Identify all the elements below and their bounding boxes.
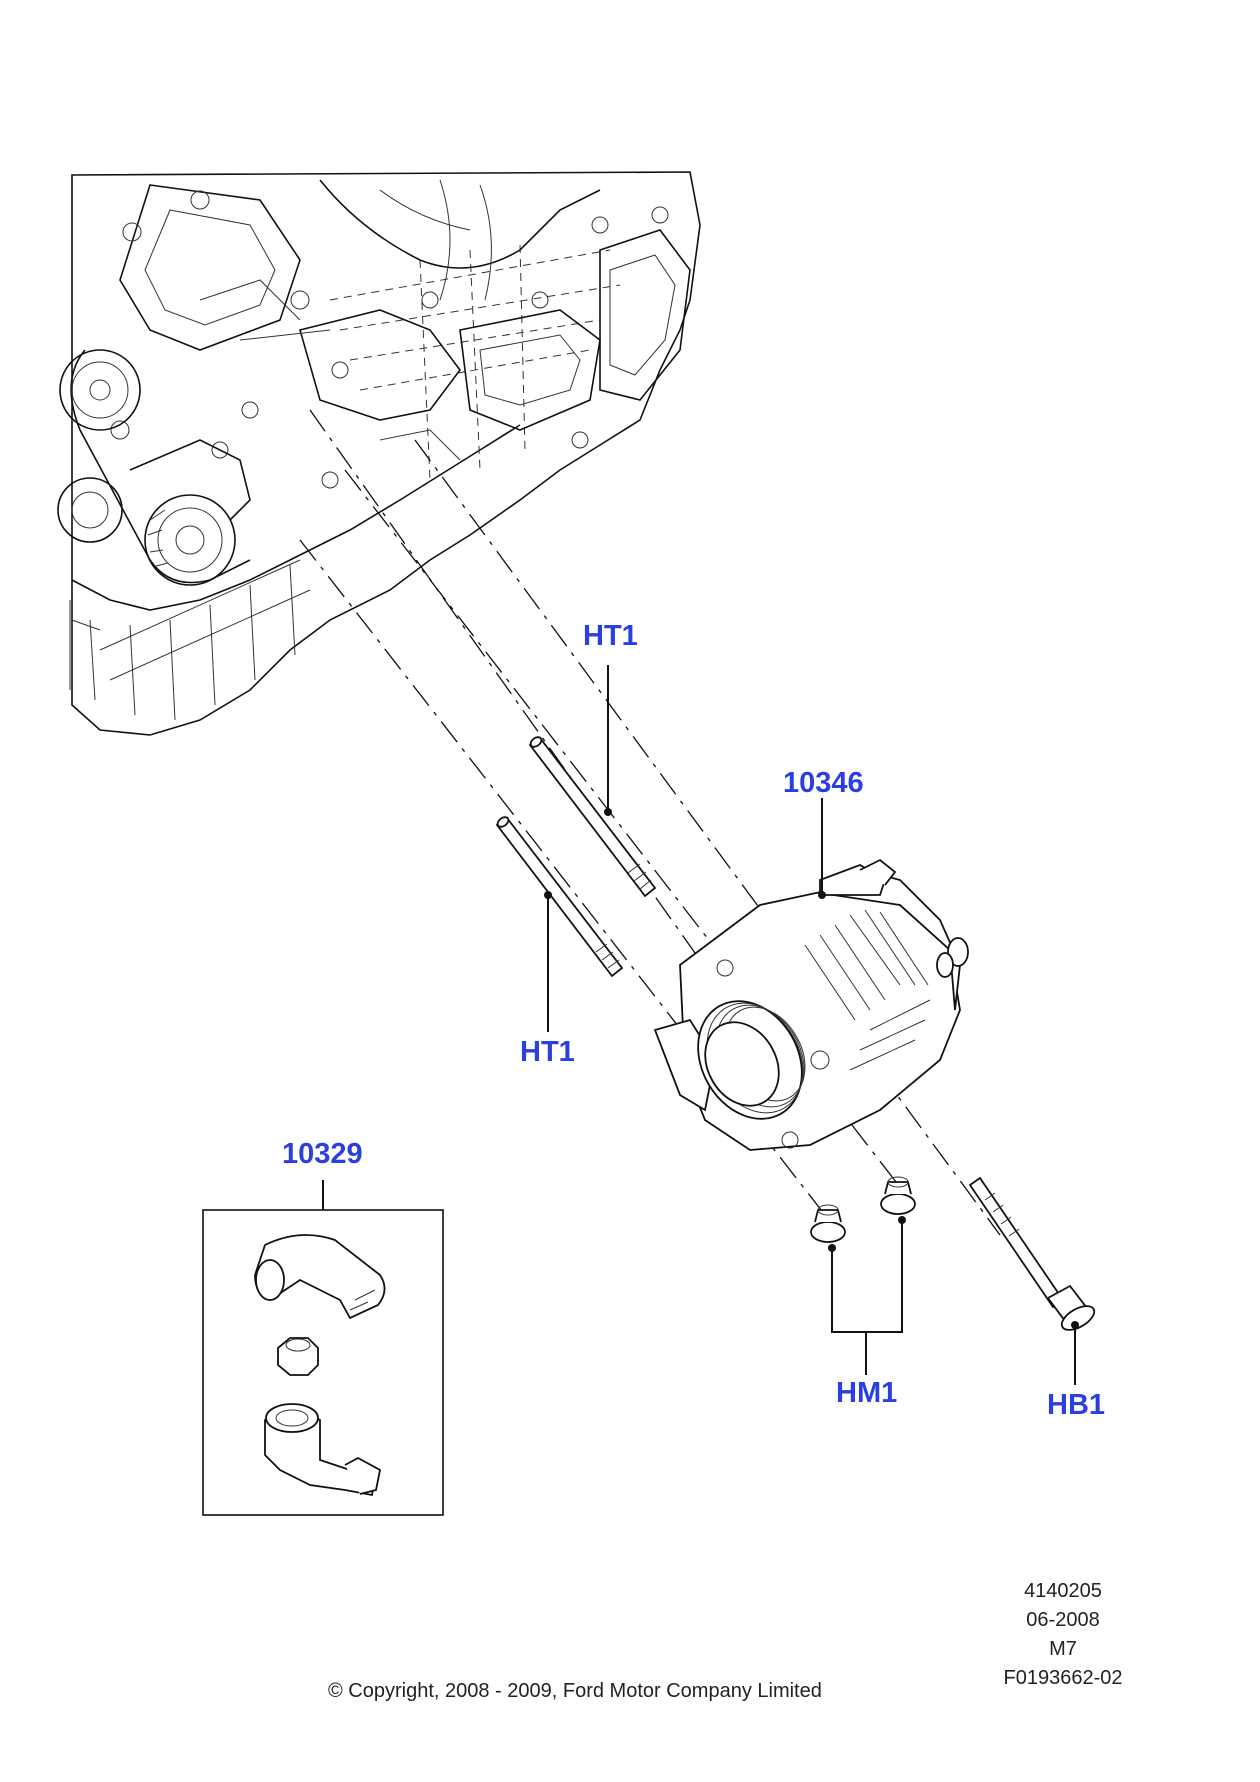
leader-lines (322, 665, 1079, 1385)
alternator-drawing (653, 858, 969, 1151)
terminal-connector (264, 1403, 382, 1497)
copyright-notice: © Copyright, 2008 - 2009, Ford Motor Com… (328, 1680, 822, 1702)
alternator-pulley (697, 1000, 806, 1120)
figure-id: F0193662-02 (1003, 1667, 1123, 1689)
engine-block-drawing (57, 171, 701, 736)
assembly-centerlines (299, 409, 1001, 1236)
callout-alternator: 10346 (783, 767, 864, 799)
callout-ht1-bottom: HT1 (520, 1036, 575, 1068)
callout-hm1: HM1 (836, 1377, 898, 1409)
flange-bolt (968, 1176, 1096, 1331)
revision-date: 06-2008 (1026, 1609, 1100, 1631)
stud-upper (528, 736, 657, 898)
flange-nut-right (880, 1176, 916, 1215)
terminal-nut (277, 1337, 319, 1376)
callout-ht1-top: HT1 (583, 620, 638, 652)
stud-lower (495, 816, 624, 978)
flange-nut-left (810, 1204, 846, 1243)
terminal-boot (254, 1234, 386, 1320)
callout-hb1: HB1 (1047, 1389, 1106, 1421)
reference-number: 4140205 (1024, 1580, 1102, 1602)
callout-kit: 10329 (282, 1138, 363, 1170)
model-code: M7 (1049, 1638, 1077, 1660)
